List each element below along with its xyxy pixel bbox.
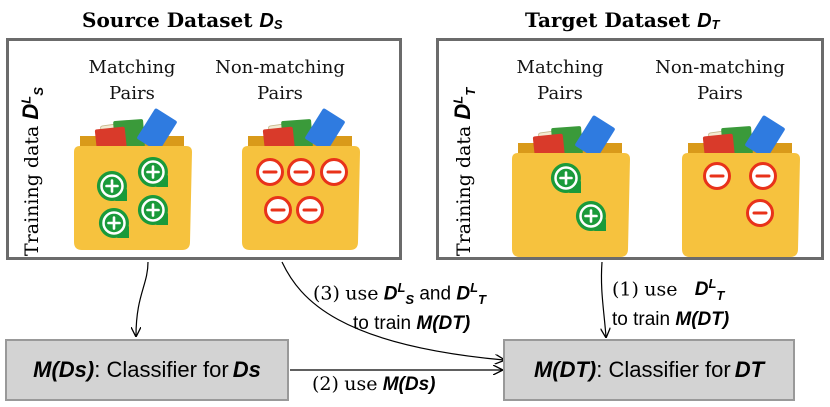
plus-icon (549, 161, 583, 195)
source-dataset-title: Source Dataset DS (82, 8, 283, 32)
plus-icon (136, 193, 170, 227)
step1-annotation: (1) use DLT to train M(DT) (612, 276, 730, 331)
plus-icon (136, 155, 170, 189)
minus-icon (703, 162, 731, 190)
minus-icon (320, 158, 348, 186)
plus-icon (97, 206, 131, 240)
minus-icon (296, 196, 324, 224)
arrow-step3 (281, 261, 504, 360)
arrow-source-to-classifier (136, 261, 149, 336)
minus-icon (749, 162, 777, 190)
target-dataset-title: Target Dataset DT (525, 8, 720, 32)
folder-icon (681, 114, 801, 258)
arrow-step1 (601, 261, 606, 337)
step2-annotation: (2) use M(Ds) (312, 373, 436, 395)
minus-icon (287, 158, 315, 186)
step3-annotation: (3) use DLS and DLT to train M(DT) (313, 280, 486, 335)
minus-icon (256, 158, 284, 186)
folder-icon (73, 107, 193, 251)
minus-icon (746, 199, 774, 227)
plus-icon (574, 199, 608, 233)
plus-icon (95, 169, 129, 203)
target-classifier-box: M(DT): Classifier for DT (503, 339, 795, 401)
source-classifier-box: M(Ds): Classifier for Ds (5, 339, 289, 401)
minus-icon (264, 196, 292, 224)
